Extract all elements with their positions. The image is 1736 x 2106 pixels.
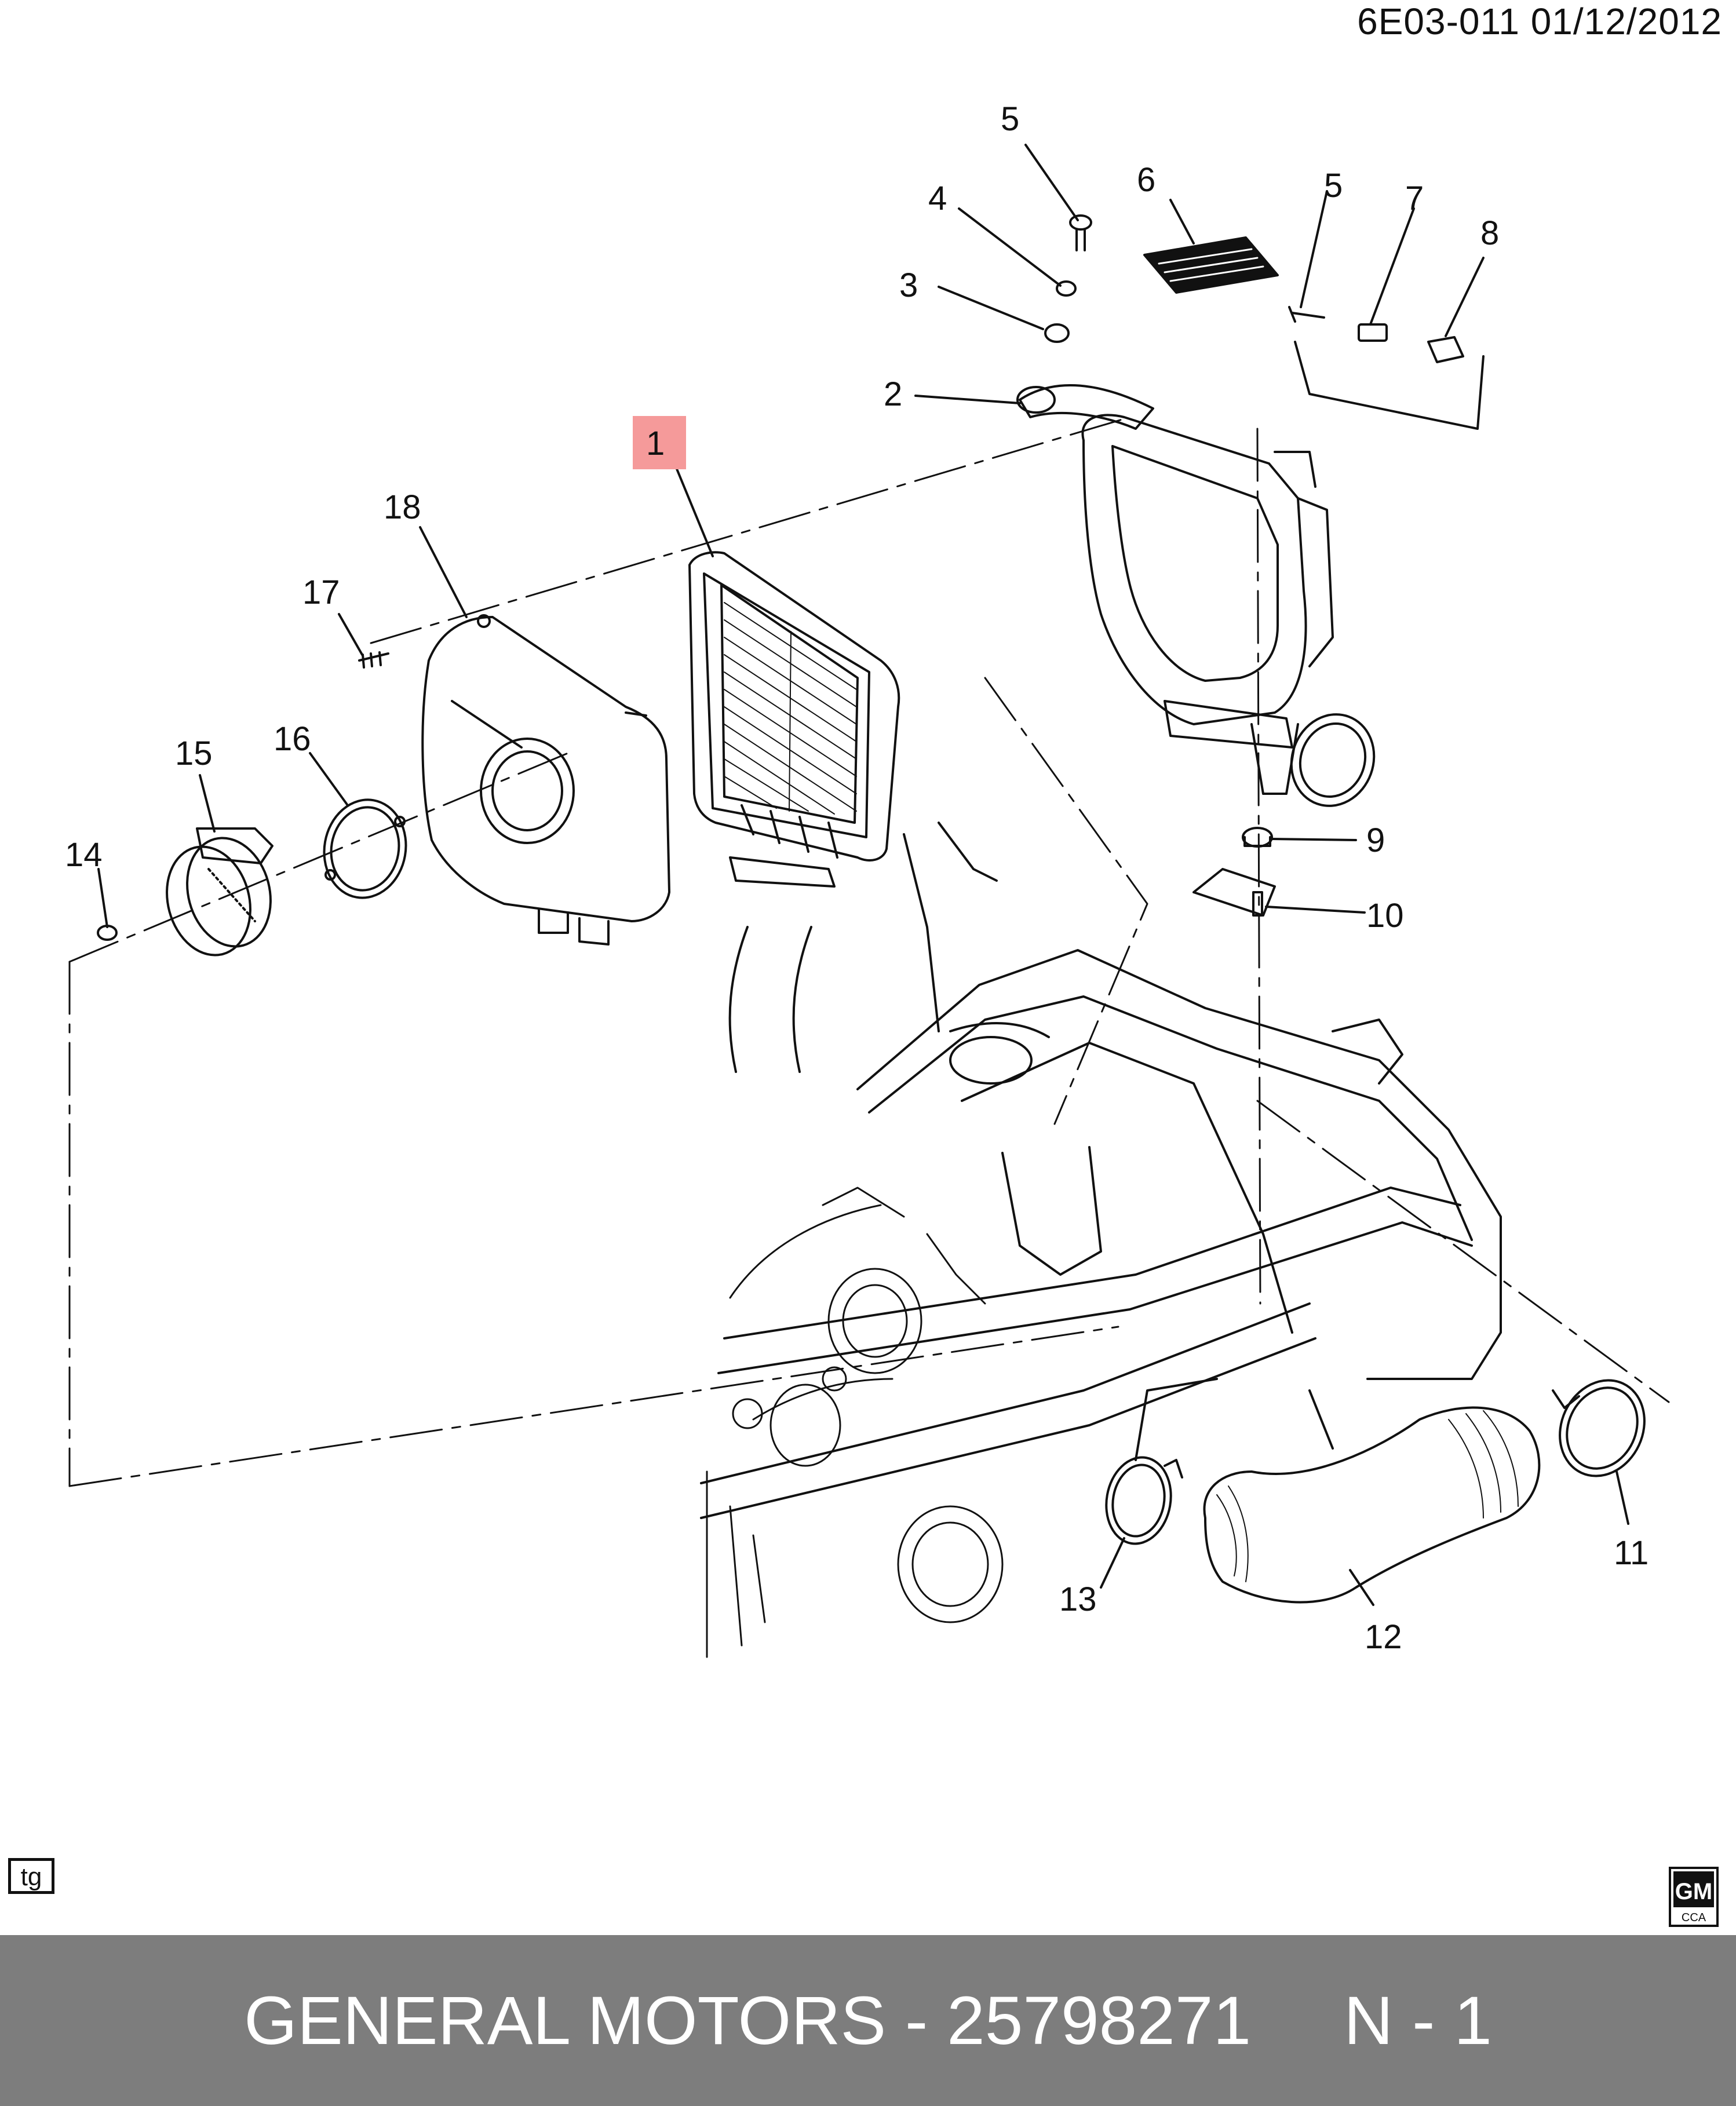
maf-sensor — [166, 827, 273, 957]
assembly-line-vertical — [1256, 428, 1261, 1305]
callout-14: 14 — [65, 836, 103, 874]
part-number: GENERAL MOTORS - 25798271 — [244, 1982, 1252, 2059]
callout-2: 2 — [884, 375, 902, 413]
vehicle-chassis — [700, 822, 1502, 1519]
footer-bar: GENERAL MOTORS - 25798271 N - 1 — [0, 1935, 1736, 2106]
parts-diagram: 1 2 3 4 5 5 6 7 8 9 10 11 12 13 14 15 16… — [65, 100, 1670, 1658]
callout-6: 6 — [1137, 161, 1155, 199]
reference-number: N - 1 — [1344, 1982, 1492, 2059]
callout-15: 15 — [175, 735, 213, 772]
document-id: 6E03-011 01/12/2012 — [1357, 1, 1722, 42]
air-intake-duct — [1203, 1406, 1541, 1604]
svg-text:CCA: CCA — [1682, 1911, 1706, 1924]
callout-11: 11 — [1614, 1534, 1649, 1572]
callout-18: 18 — [384, 488, 421, 526]
airbox-upper-housing — [1081, 414, 1376, 807]
callout-7: 7 — [1405, 180, 1424, 217]
callout-5-upper: 5 — [1001, 100, 1019, 138]
clip-parts — [1288, 306, 1485, 430]
hose-clamp-lower — [1105, 1456, 1183, 1545]
callout-8: 8 — [1480, 214, 1499, 252]
gm-logo: GM CCA — [1669, 1867, 1719, 1927]
callout-12: 12 — [1365, 1618, 1402, 1656]
leader-lines — [97, 144, 1629, 1606]
callout-9: 9 — [1366, 822, 1385, 859]
callout-13: 13 — [1059, 1581, 1097, 1618]
label-plate — [1143, 236, 1279, 294]
tg-badge: tg — [8, 1858, 54, 1894]
svg-text:GM: GM — [1675, 1879, 1712, 1904]
air-filter-element — [688, 551, 900, 862]
callout-16: 16 — [273, 720, 311, 758]
assembly-line-bracket — [984, 677, 1148, 1125]
airbox-lower-housing — [421, 614, 670, 946]
callout-3: 3 — [899, 267, 918, 304]
screw — [358, 651, 389, 669]
fastener-stack — [1016, 214, 1154, 430]
engine — [706, 1187, 1004, 1658]
hose-clamp-upper — [1552, 1379, 1646, 1477]
assembly-line-right — [1256, 1100, 1670, 1403]
callout-4: 4 — [928, 180, 947, 217]
assembly-line-main — [68, 1326, 1119, 1487]
gasket — [323, 798, 407, 899]
callout-1: 1 — [646, 425, 665, 462]
callout-17: 17 — [302, 574, 340, 611]
callout-5-right: 5 — [1324, 167, 1343, 205]
assembly-line-sensor — [68, 752, 569, 963]
callout-10: 10 — [1366, 897, 1404, 935]
assembly-line-filter — [370, 416, 1131, 644]
callout-highlight — [633, 416, 686, 469]
